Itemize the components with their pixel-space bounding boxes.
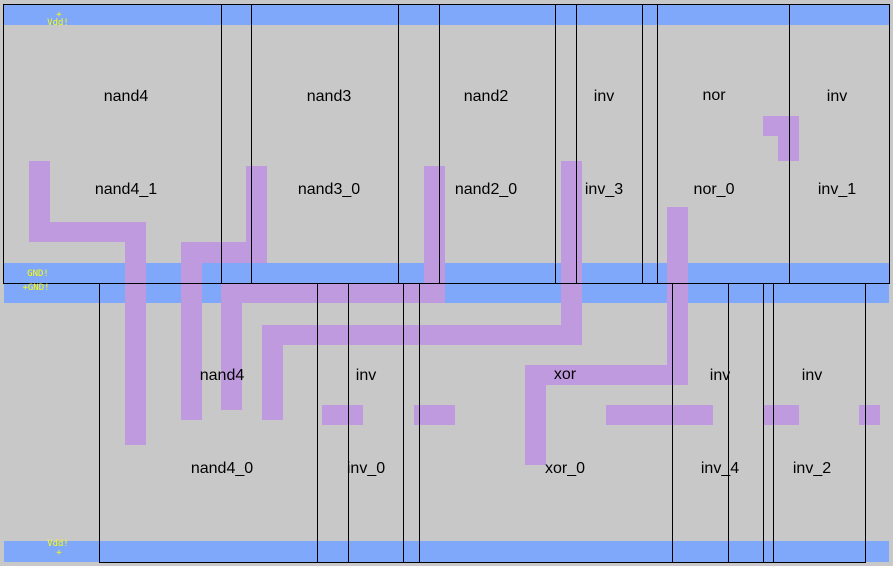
cell-instance-label: nor_0	[693, 181, 735, 198]
cell-boundary	[728, 283, 729, 563]
row-outline	[4, 283, 889, 284]
cell-type-label: nor	[702, 87, 726, 104]
wire	[667, 207, 688, 385]
wire	[778, 116, 799, 161]
cell-instance-label: nand3_0	[297, 181, 361, 198]
cell-instance-label: xor_0	[544, 460, 586, 477]
cell-boundary	[398, 4, 399, 284]
pin-pad	[763, 405, 799, 425]
cell-boundary	[642, 4, 643, 284]
wire	[221, 283, 445, 303]
gnd-label: GND!	[27, 269, 49, 279]
cell-instance-label: nand4_0	[190, 460, 254, 477]
cell-boundary	[763, 283, 764, 563]
vdd-pin-marker: +	[56, 548, 62, 558]
cell-boundary	[439, 4, 440, 284]
cell-boundary	[403, 283, 404, 563]
pin-pad	[414, 405, 455, 425]
vdd-label-bottom: Vdd!	[47, 539, 69, 549]
cell-boundary	[555, 4, 556, 284]
gnd-label-pin: +GND!	[22, 283, 50, 293]
cell-type-label: inv	[826, 88, 848, 105]
cell-type-label: nand2	[463, 88, 509, 105]
cell-type-label: xor	[553, 366, 577, 383]
pin-pad	[606, 405, 713, 425]
cell-boundary	[865, 283, 866, 563]
wire	[525, 365, 688, 385]
cell-boundary	[221, 4, 222, 284]
wire	[262, 325, 283, 420]
pin-pad	[322, 405, 363, 425]
cell-type-label: inv	[709, 367, 731, 384]
cell-boundary	[419, 283, 420, 563]
cell-instance-label: inv_4	[700, 460, 740, 477]
wire	[262, 325, 582, 345]
row-outline	[4, 4, 889, 5]
vdd-rail-top	[4, 4, 889, 25]
wire	[525, 365, 546, 465]
cell-boundary	[657, 4, 658, 284]
wire	[561, 161, 582, 345]
cell-boundary	[99, 283, 100, 563]
cell-type-label: nand4	[103, 88, 149, 105]
cell-type-label: nand3	[306, 88, 352, 105]
cell-boundary	[3, 4, 4, 284]
wire	[181, 242, 267, 263]
wire	[29, 161, 50, 242]
cell-instance-label: nand2_0	[454, 181, 518, 198]
pin-pad	[859, 405, 880, 425]
vdd-rail-bottom	[4, 541, 889, 562]
cell-boundary	[317, 283, 318, 563]
wire	[181, 242, 202, 420]
wire	[29, 222, 146, 242]
cell-instance-label: inv_0	[346, 460, 386, 477]
cell-instance-label: inv_2	[792, 460, 832, 477]
cell-boundary	[672, 283, 673, 563]
cell-boundary	[251, 4, 252, 284]
cell-boundary	[789, 4, 790, 284]
wire	[125, 222, 146, 445]
cell-boundary	[348, 283, 349, 563]
cell-instance-label: inv_1	[817, 181, 857, 198]
cell-boundary	[773, 283, 774, 563]
row-outline	[99, 562, 866, 563]
cell-type-label: inv	[355, 367, 377, 384]
vdd-pin-marker: +	[56, 10, 62, 20]
cell-type-label: inv	[801, 367, 823, 384]
wire	[221, 283, 242, 410]
cell-boundary	[576, 4, 577, 284]
vdd-label-top: Vdd!	[47, 18, 69, 28]
cell-instance-label: nand4_1	[94, 181, 158, 198]
cell-type-label: inv	[593, 88, 615, 105]
cell-boundary	[889, 4, 890, 284]
cell-instance-label: inv_3	[584, 181, 624, 198]
cell-type-label: nand4	[199, 367, 245, 384]
